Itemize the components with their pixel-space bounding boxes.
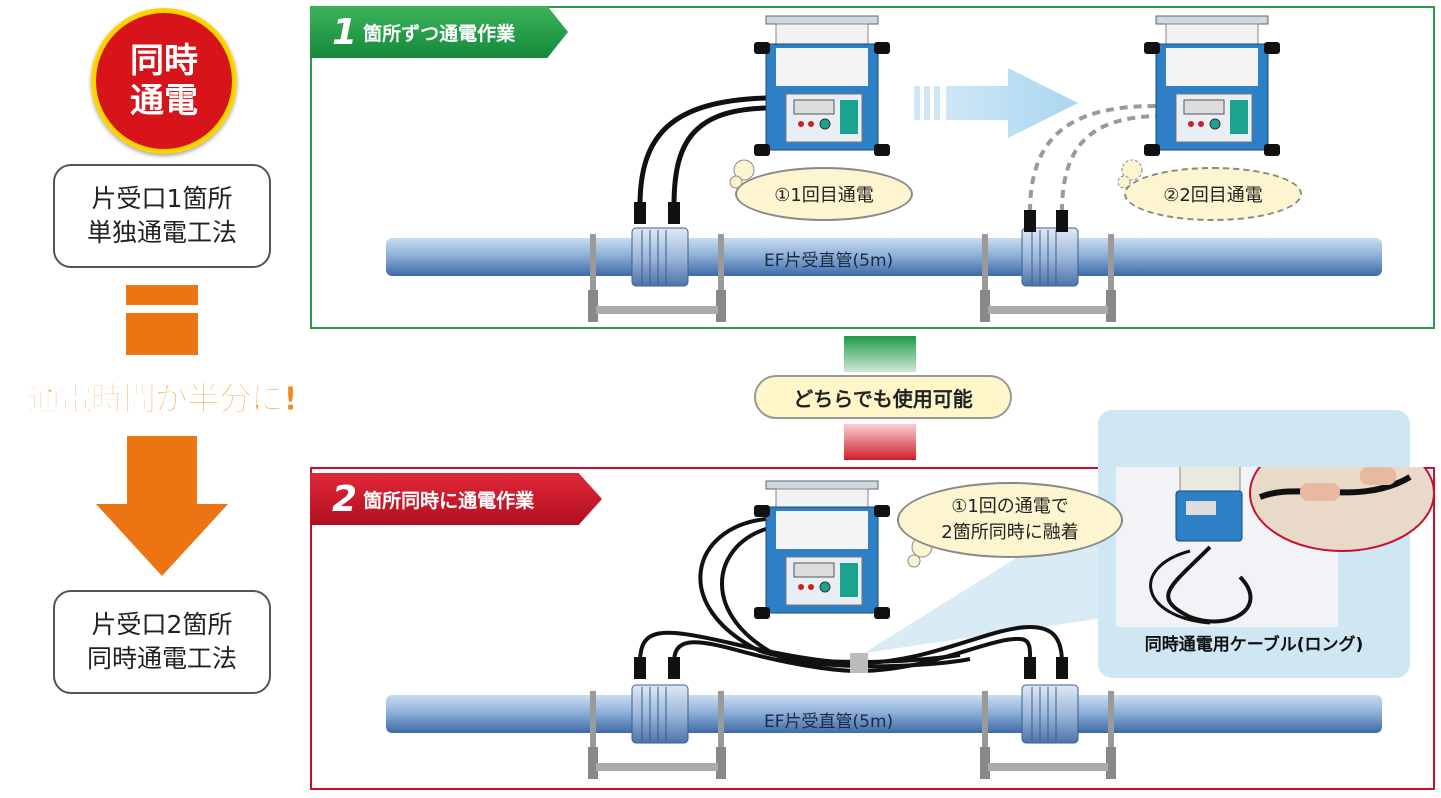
double-method-line1: 片受口2箇所 <box>91 610 233 639</box>
fitting-right <box>1021 684 1079 744</box>
panel1-pipe-label: EF片受直管(5m) <box>764 251 894 271</box>
double-method-box: 片受口2箇所 同時通電工法 <box>53 590 271 694</box>
move-arrow-icon <box>914 68 1078 138</box>
clamp-left <box>588 234 726 322</box>
panel1-bubble-first: ①1回目通電 <box>735 167 913 221</box>
panel2-bubble: ①1回の通電で 2箇所同時に融着 <box>897 482 1123 558</box>
simultaneous-energize-badge: 同時 通電 <box>91 8 237 154</box>
connector-green <box>844 336 916 372</box>
fitting-right <box>1021 227 1079 287</box>
single-method-line1: 片受口1箇所 <box>91 184 233 213</box>
fitting-left <box>631 227 689 287</box>
single-method-box: 片受口1箇所 単独通電工法 <box>53 164 271 268</box>
cable-photo-caption: 同時通電用ケーブル(ロング) <box>1144 635 1364 655</box>
badge-line1: 同時 <box>130 41 198 81</box>
clamp-left <box>588 691 726 779</box>
panel1-bubble-second: ②2回目通電 <box>1124 167 1302 221</box>
panel2-bubble-line1: ①1回の通電で <box>951 496 1069 517</box>
double-method-line2: 同時通電工法 <box>86 644 237 673</box>
panel2-illustration <box>386 467 1435 779</box>
cable-splitter <box>850 653 868 673</box>
panel1-illustration <box>386 15 1382 322</box>
cable-1a <box>637 95 767 207</box>
panel1-title-number: 1 <box>332 11 358 53</box>
fitting-left <box>631 684 689 744</box>
cable-2a <box>1028 104 1157 213</box>
half-time-headline: 通電時間が半分に! <box>26 379 298 419</box>
fusion-machine-2 <box>1144 15 1280 156</box>
down-arrow-icon <box>96 436 228 576</box>
fusion-machine <box>754 480 890 619</box>
either-usable-label: どちらでも使用可能 <box>754 375 1012 419</box>
fusion-machine-1 <box>754 15 890 156</box>
clamp-right <box>980 234 1116 322</box>
panel1-title: 箇所ずつ通電作業 <box>363 22 516 45</box>
clamp-right <box>980 691 1116 779</box>
panel2-pipe-label: EF片受直管(5m) <box>764 712 894 732</box>
equals-bar-top <box>126 285 198 305</box>
panel1-title-tab: 1 箇所ずつ通電作業 <box>310 6 568 58</box>
panel2-title-tab: 2 箇所同時に通電作業 <box>310 473 602 525</box>
badge-line2: 通電 <box>130 81 198 121</box>
connector-red <box>844 424 916 460</box>
single-method-line2: 単独通電工法 <box>86 218 237 247</box>
cable-1b <box>671 105 767 207</box>
cable-photo <box>1116 467 1435 627</box>
panel2-title-number: 2 <box>332 478 358 520</box>
panel2-bubble-line2: 2箇所同時に融着 <box>941 522 1079 543</box>
cable-2b <box>1060 114 1157 213</box>
equals-bar-bottom <box>126 313 198 355</box>
panel2-title: 箇所同時に通電作業 <box>363 489 535 512</box>
